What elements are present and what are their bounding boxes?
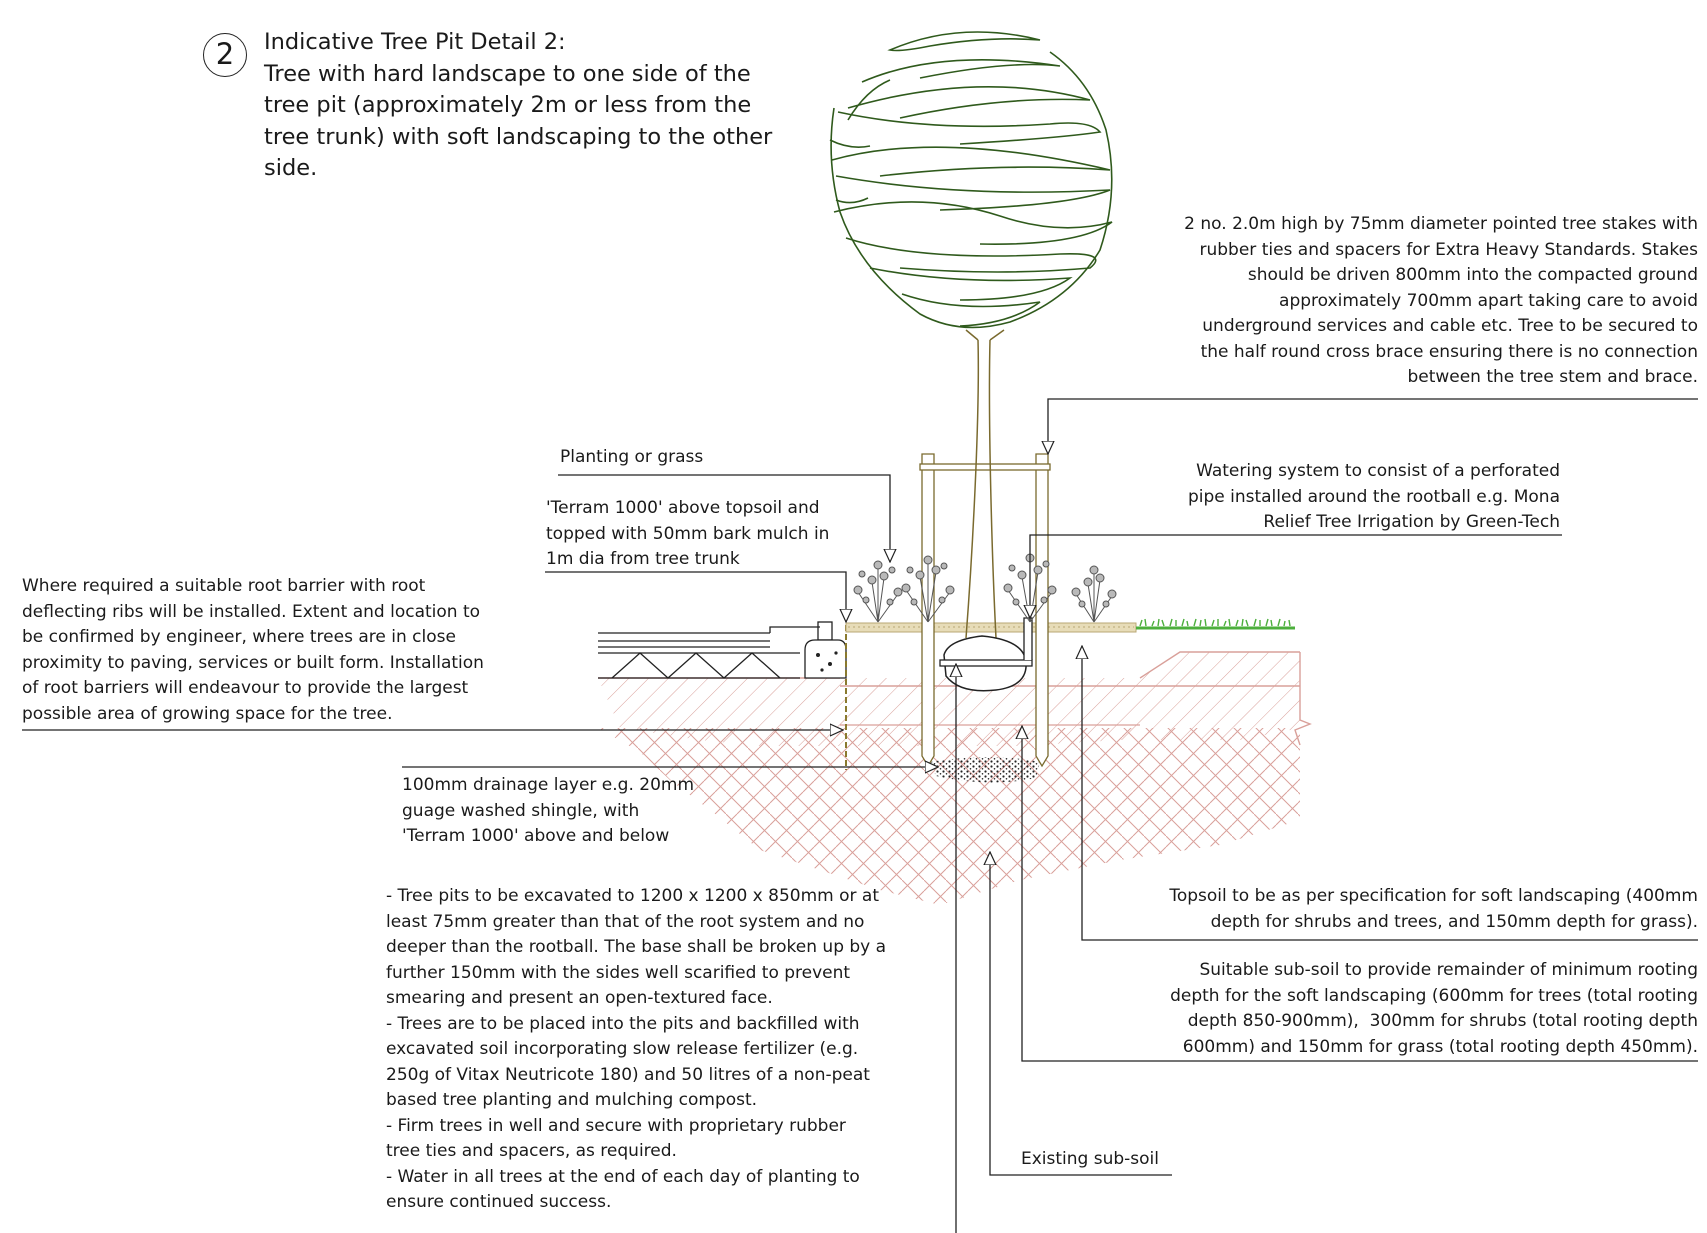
existing-subsoil-note: Existing sub-soil bbox=[1021, 1147, 1159, 1173]
subsoil-edge bbox=[1139, 651, 1312, 746]
root-barrier-note: Where required a suitable root barrier w… bbox=[22, 574, 484, 727]
leader-lines bbox=[22, 398, 1698, 1233]
note-line: deeper than the rootball. The base shall… bbox=[386, 937, 887, 957]
note-line: should be driven 800mm into the compacte… bbox=[1247, 265, 1698, 285]
leader-existing bbox=[990, 852, 1172, 1176]
leader-terram bbox=[545, 571, 846, 622]
note-line: based tree planting and mulching compost… bbox=[386, 1090, 758, 1110]
drainage-layer bbox=[930, 757, 1040, 783]
note-line: 2 no. 2.0m high by 75mm diameter pointed… bbox=[1184, 214, 1698, 234]
note-line: of root barriers will endeavour to provi… bbox=[22, 678, 469, 698]
title-line: side. bbox=[264, 155, 318, 181]
existing-subsoil-hatch bbox=[598, 728, 1300, 905]
shrubs bbox=[853, 553, 1117, 623]
note-line: least 75mm greater than that of the root… bbox=[386, 911, 865, 932]
leader-planting bbox=[558, 474, 890, 562]
note-line: rubber ties and spacers for Extra Heavy … bbox=[1199, 239, 1699, 260]
pit-notes: - Tree pits to be excavated to 1200 x 12… bbox=[386, 884, 886, 1216]
note-line: - Water in all trees at the end of each … bbox=[386, 1166, 860, 1187]
note-line: excavated soil incorporating slow releas… bbox=[386, 1039, 859, 1059]
note-line: Relief Tree Irrigation by Green-Tech bbox=[1263, 512, 1560, 532]
leader-topsoil bbox=[1082, 646, 1698, 941]
leader-subsoil bbox=[1022, 726, 1698, 1062]
planting-note: Planting or grass bbox=[560, 445, 703, 471]
note-line: smearing and present an open-textured fa… bbox=[386, 988, 773, 1008]
note-line: further 150mm with the sides well scarif… bbox=[386, 962, 851, 983]
note-line: possible area of growing space for the t… bbox=[22, 703, 393, 724]
leader-stakes bbox=[1048, 398, 1698, 454]
topsoil-note: Topsoil to be as per specification for s… bbox=[1169, 884, 1698, 935]
subsoil-note: Suitable sub-soil to provide remainder o… bbox=[1170, 958, 1698, 1060]
note-line: topped with 50mm bark mulch in bbox=[546, 523, 830, 544]
note-line: 250g of Vitax Neutricote 180) and 50 lit… bbox=[386, 1064, 870, 1085]
note-line: depth 850-900mm), 300mm for shrubs (tota… bbox=[1187, 1011, 1698, 1031]
title-line: Tree with hard landscape to one side of … bbox=[264, 60, 751, 87]
note-line: Watering system to consist of a perforat… bbox=[1196, 461, 1560, 481]
terram-top-note: 'Terram 1000' above topsoil and topped w… bbox=[546, 496, 829, 573]
subsoil-hatch bbox=[598, 652, 1300, 746]
note-line: be confirmed by engineer, where trees ar… bbox=[22, 627, 456, 647]
leader-watering bbox=[1030, 534, 1562, 618]
watering-note: Watering system to consist of a perforat… bbox=[1188, 459, 1560, 536]
detail-number-badge: 2 bbox=[203, 33, 247, 77]
kerb-haunching bbox=[804, 639, 847, 679]
note-line: tree ties and spacers, as required. bbox=[386, 1141, 677, 1161]
title-line: tree pit (approximately 2m or less from … bbox=[264, 92, 752, 118]
note-line: underground services and cable etc. Tree… bbox=[1202, 316, 1698, 336]
note-line: depth for the soft landscaping (600mm fo… bbox=[1170, 985, 1698, 1006]
note-line: 'Terram 1000' above topsoil and bbox=[546, 498, 820, 518]
note-line: between the tree stem and brace. bbox=[1407, 367, 1698, 387]
title-line: Indicative Tree Pit Detail 2: bbox=[264, 29, 566, 55]
note-line: 1m dia from tree trunk bbox=[546, 549, 740, 569]
note-line: proximity to paving, services or built f… bbox=[22, 652, 484, 673]
note-line: - Firm trees in well and secure with pro… bbox=[386, 1115, 846, 1136]
note-line: 'Terram 1000' above and below bbox=[402, 826, 670, 846]
detail-title: Indicative Tree Pit Detail 2: Tree with … bbox=[264, 27, 772, 185]
note-line: Topsoil to be as per specification for s… bbox=[1169, 886, 1698, 906]
note-line: deflecting ribs will be installed. Exten… bbox=[22, 601, 481, 622]
paving-section bbox=[598, 621, 833, 679]
tree-trunk bbox=[965, 329, 1005, 639]
note-line: depth for shrubs and trees, and 150mm de… bbox=[1210, 911, 1698, 932]
drainage-note: 100mm drainage layer e.g. 20mm guage was… bbox=[402, 773, 694, 850]
note-line: Planting or grass bbox=[560, 447, 704, 467]
note-line: - Tree pits to be excavated to 1200 x 12… bbox=[386, 886, 879, 906]
note-line: approximately 700mm apart taking care to… bbox=[1279, 290, 1698, 311]
note-line: pipe installed around the rootball e.g. … bbox=[1187, 486, 1560, 507]
grass-strip bbox=[1136, 618, 1295, 630]
note-line: 600mm) and 150mm for grass (total rootin… bbox=[1182, 1036, 1698, 1057]
note-line: the half round cross brace ensuring ther… bbox=[1200, 341, 1698, 362]
stakes-note: 2 no. 2.0m high by 75mm diameter pointed… bbox=[1184, 212, 1698, 391]
note-line: Suitable sub-soil to provide remainder o… bbox=[1199, 960, 1698, 980]
note-line: ensure continued success. bbox=[386, 1192, 612, 1212]
note-line: - Trees are to be placed into the pits a… bbox=[386, 1013, 860, 1034]
title-line: tree trunk) with soft landscaping to the… bbox=[264, 123, 773, 150]
note-line: Where required a suitable root barrier w… bbox=[22, 576, 426, 596]
leader-pit-notes bbox=[382, 664, 956, 1233]
note-line: guage washed shingle, with bbox=[402, 800, 640, 821]
tree-canopy bbox=[829, 31, 1113, 329]
note-line: 100mm drainage layer e.g. 20mm bbox=[402, 775, 695, 795]
note-line: Existing sub-soil bbox=[1021, 1149, 1160, 1169]
